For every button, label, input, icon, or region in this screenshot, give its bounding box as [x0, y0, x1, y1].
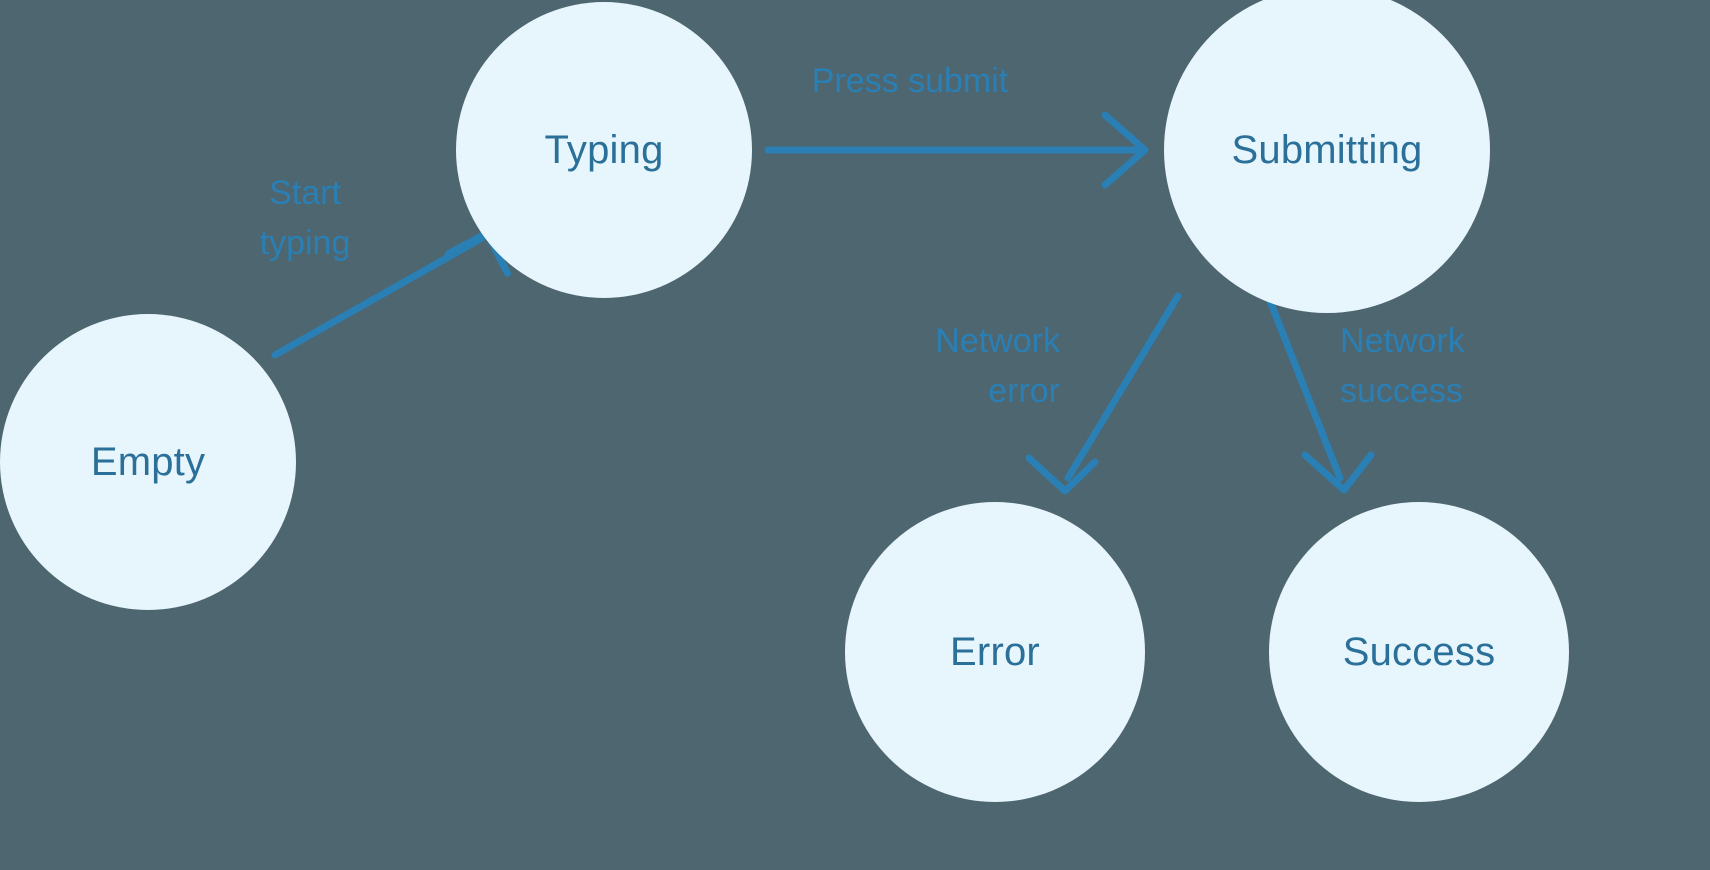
- arrowhead-typing-to-submitting: [1101, 111, 1149, 189]
- edge-label-start-typing: Start typing: [259, 174, 351, 262]
- edge-line-submitting-to-error: [1064, 292, 1182, 482]
- state-label-submitting: Submitting: [1231, 127, 1423, 172]
- edge-line-submitting-to-success: [1264, 292, 1344, 482]
- edge-typing-to-submitting: [764, 111, 1149, 189]
- state-node-error[interactable]: Error: [845, 502, 1145, 802]
- edge-label-network-success: Network success: [1340, 322, 1465, 410]
- state-label-typing: Typing: [544, 127, 664, 172]
- edge-submitting-to-error: [1025, 292, 1182, 495]
- arrowhead-submitting-to-error: [1025, 454, 1099, 495]
- arrowhead-submitting-to-success: [1301, 451, 1375, 494]
- edge-line-empty-to-typing: [271, 234, 486, 359]
- state-node-success[interactable]: Success: [1269, 502, 1569, 802]
- state-label-empty: Empty: [90, 439, 206, 484]
- edge-label-network-error: Network error: [935, 322, 1060, 410]
- state-node-empty[interactable]: Empty: [0, 314, 296, 610]
- state-node-submitting[interactable]: Submitting: [1164, 0, 1490, 313]
- edge-label-press-submit: Press submit: [811, 62, 1009, 100]
- state-node-typing[interactable]: Typing: [456, 2, 752, 298]
- edge-submitting-to-success: [1264, 292, 1375, 494]
- state-label-success: Success: [1342, 629, 1496, 674]
- state-label-error: Error: [950, 629, 1040, 674]
